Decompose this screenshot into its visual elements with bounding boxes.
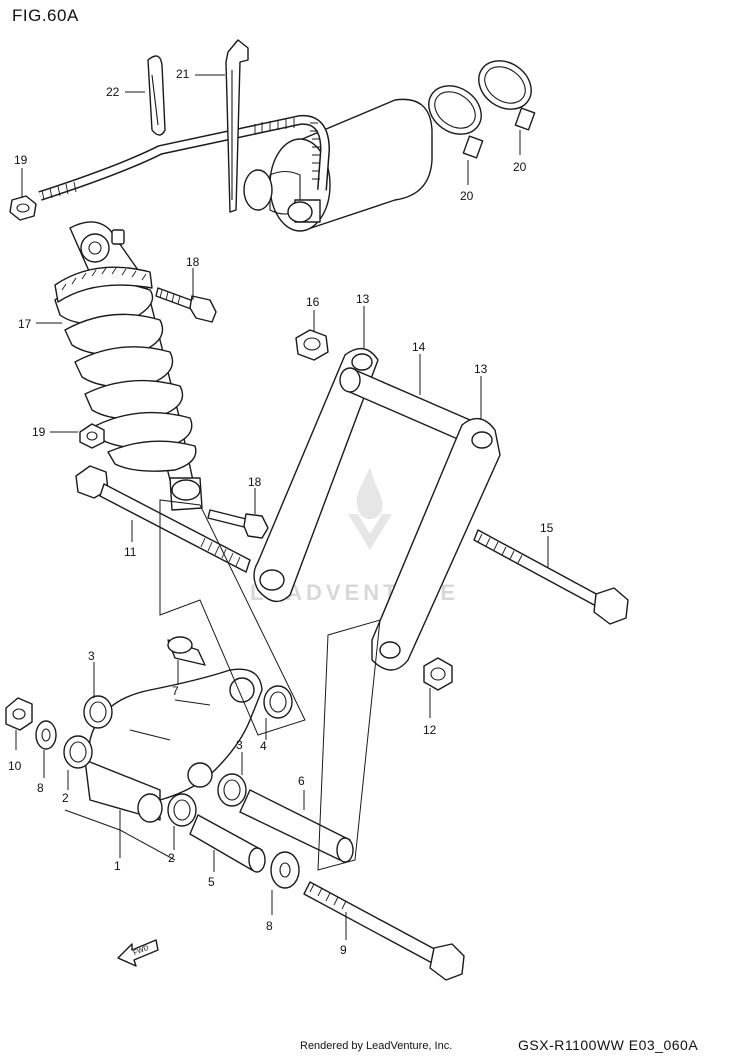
leader-lines: [15, 74, 549, 940]
bearing-2-right: [167, 793, 197, 827]
callout-3-upper: 3: [88, 649, 95, 663]
hose-clamp-a: [428, 85, 484, 159]
callout-5: 5: [208, 875, 215, 889]
spacer-5: [189, 814, 266, 873]
callout-20-b: 20: [513, 160, 527, 174]
callout-18-top: 18: [186, 255, 200, 269]
washer-8-left: [35, 720, 57, 750]
callout-11: 11: [124, 545, 137, 559]
callout-18-lower: 18: [248, 475, 262, 489]
watermark-logo-icon: [340, 462, 400, 557]
bolt-9: [303, 881, 465, 981]
bearing-3-lower: [217, 773, 247, 807]
guide-outline-left: [159, 499, 306, 736]
tie-rod-right: [371, 417, 501, 671]
spacer-6: [239, 789, 354, 863]
bolt-11: [75, 465, 251, 573]
callout-14: 14: [412, 340, 426, 354]
callout-8-right: 8: [266, 919, 273, 933]
callout-9: 9: [340, 943, 347, 957]
callout-17: 17: [18, 317, 32, 331]
callout-19-lower: 19: [32, 425, 46, 439]
callout-3-lower: 3: [236, 738, 243, 752]
shock-absorber: [54, 221, 203, 511]
collar-7: [167, 636, 206, 666]
bearing-3-upper: [83, 695, 113, 729]
tie-rod-left: [253, 347, 379, 603]
bearing-4: [263, 685, 293, 719]
callout-2-right: 2: [168, 851, 175, 865]
callout-4: 4: [260, 739, 267, 753]
callout-20-a: 20: [460, 189, 474, 203]
figure-label: FIG.60A: [12, 6, 79, 25]
bolt-18-upper: [155, 287, 217, 323]
callout-13-b: 13: [474, 362, 488, 376]
nut-12: [423, 657, 453, 691]
callout-12: 12: [423, 723, 437, 737]
footer-credit: Rendered by LeadVenture, Inc.: [300, 1040, 453, 1052]
callout-1: 1: [114, 859, 121, 873]
callout-6: 6: [298, 774, 305, 788]
callout-16: 16: [306, 295, 320, 309]
nut-19-lower: [79, 423, 105, 449]
callout-15: 15: [540, 521, 554, 535]
callout-2-left: 2: [62, 791, 69, 805]
nut-10: [5, 697, 33, 731]
callout-13-a: 13: [356, 292, 370, 306]
hose-clamp-b: [478, 60, 536, 131]
bolt-15: [473, 529, 629, 625]
bolt-18-lower: [207, 509, 269, 539]
callout-10: 10: [8, 759, 22, 773]
callout-22: 22: [106, 85, 120, 99]
reservoir-hose: [38, 114, 330, 201]
nut-16: [295, 329, 329, 361]
nut-top: [9, 195, 37, 221]
footer-code: GSX-R1100WW E03_060A: [518, 1037, 699, 1053]
reservoir-bracket: [225, 39, 249, 213]
callout-19-top: 19: [14, 153, 28, 167]
guide-outline-right: [317, 619, 381, 871]
fwd-arrow-icon: FWD: [117, 939, 159, 967]
reservoir-band: [147, 55, 166, 136]
cushion-lever: [84, 668, 263, 823]
callout-21: 21: [176, 67, 190, 81]
reservoir-tank: [243, 98, 433, 232]
bearing-2-left: [63, 735, 93, 769]
washer-8-right: [270, 851, 300, 889]
callout-8-left: 8: [37, 781, 44, 795]
callout-7: 7: [172, 684, 179, 698]
tie-rod-spacer: [339, 367, 471, 441]
